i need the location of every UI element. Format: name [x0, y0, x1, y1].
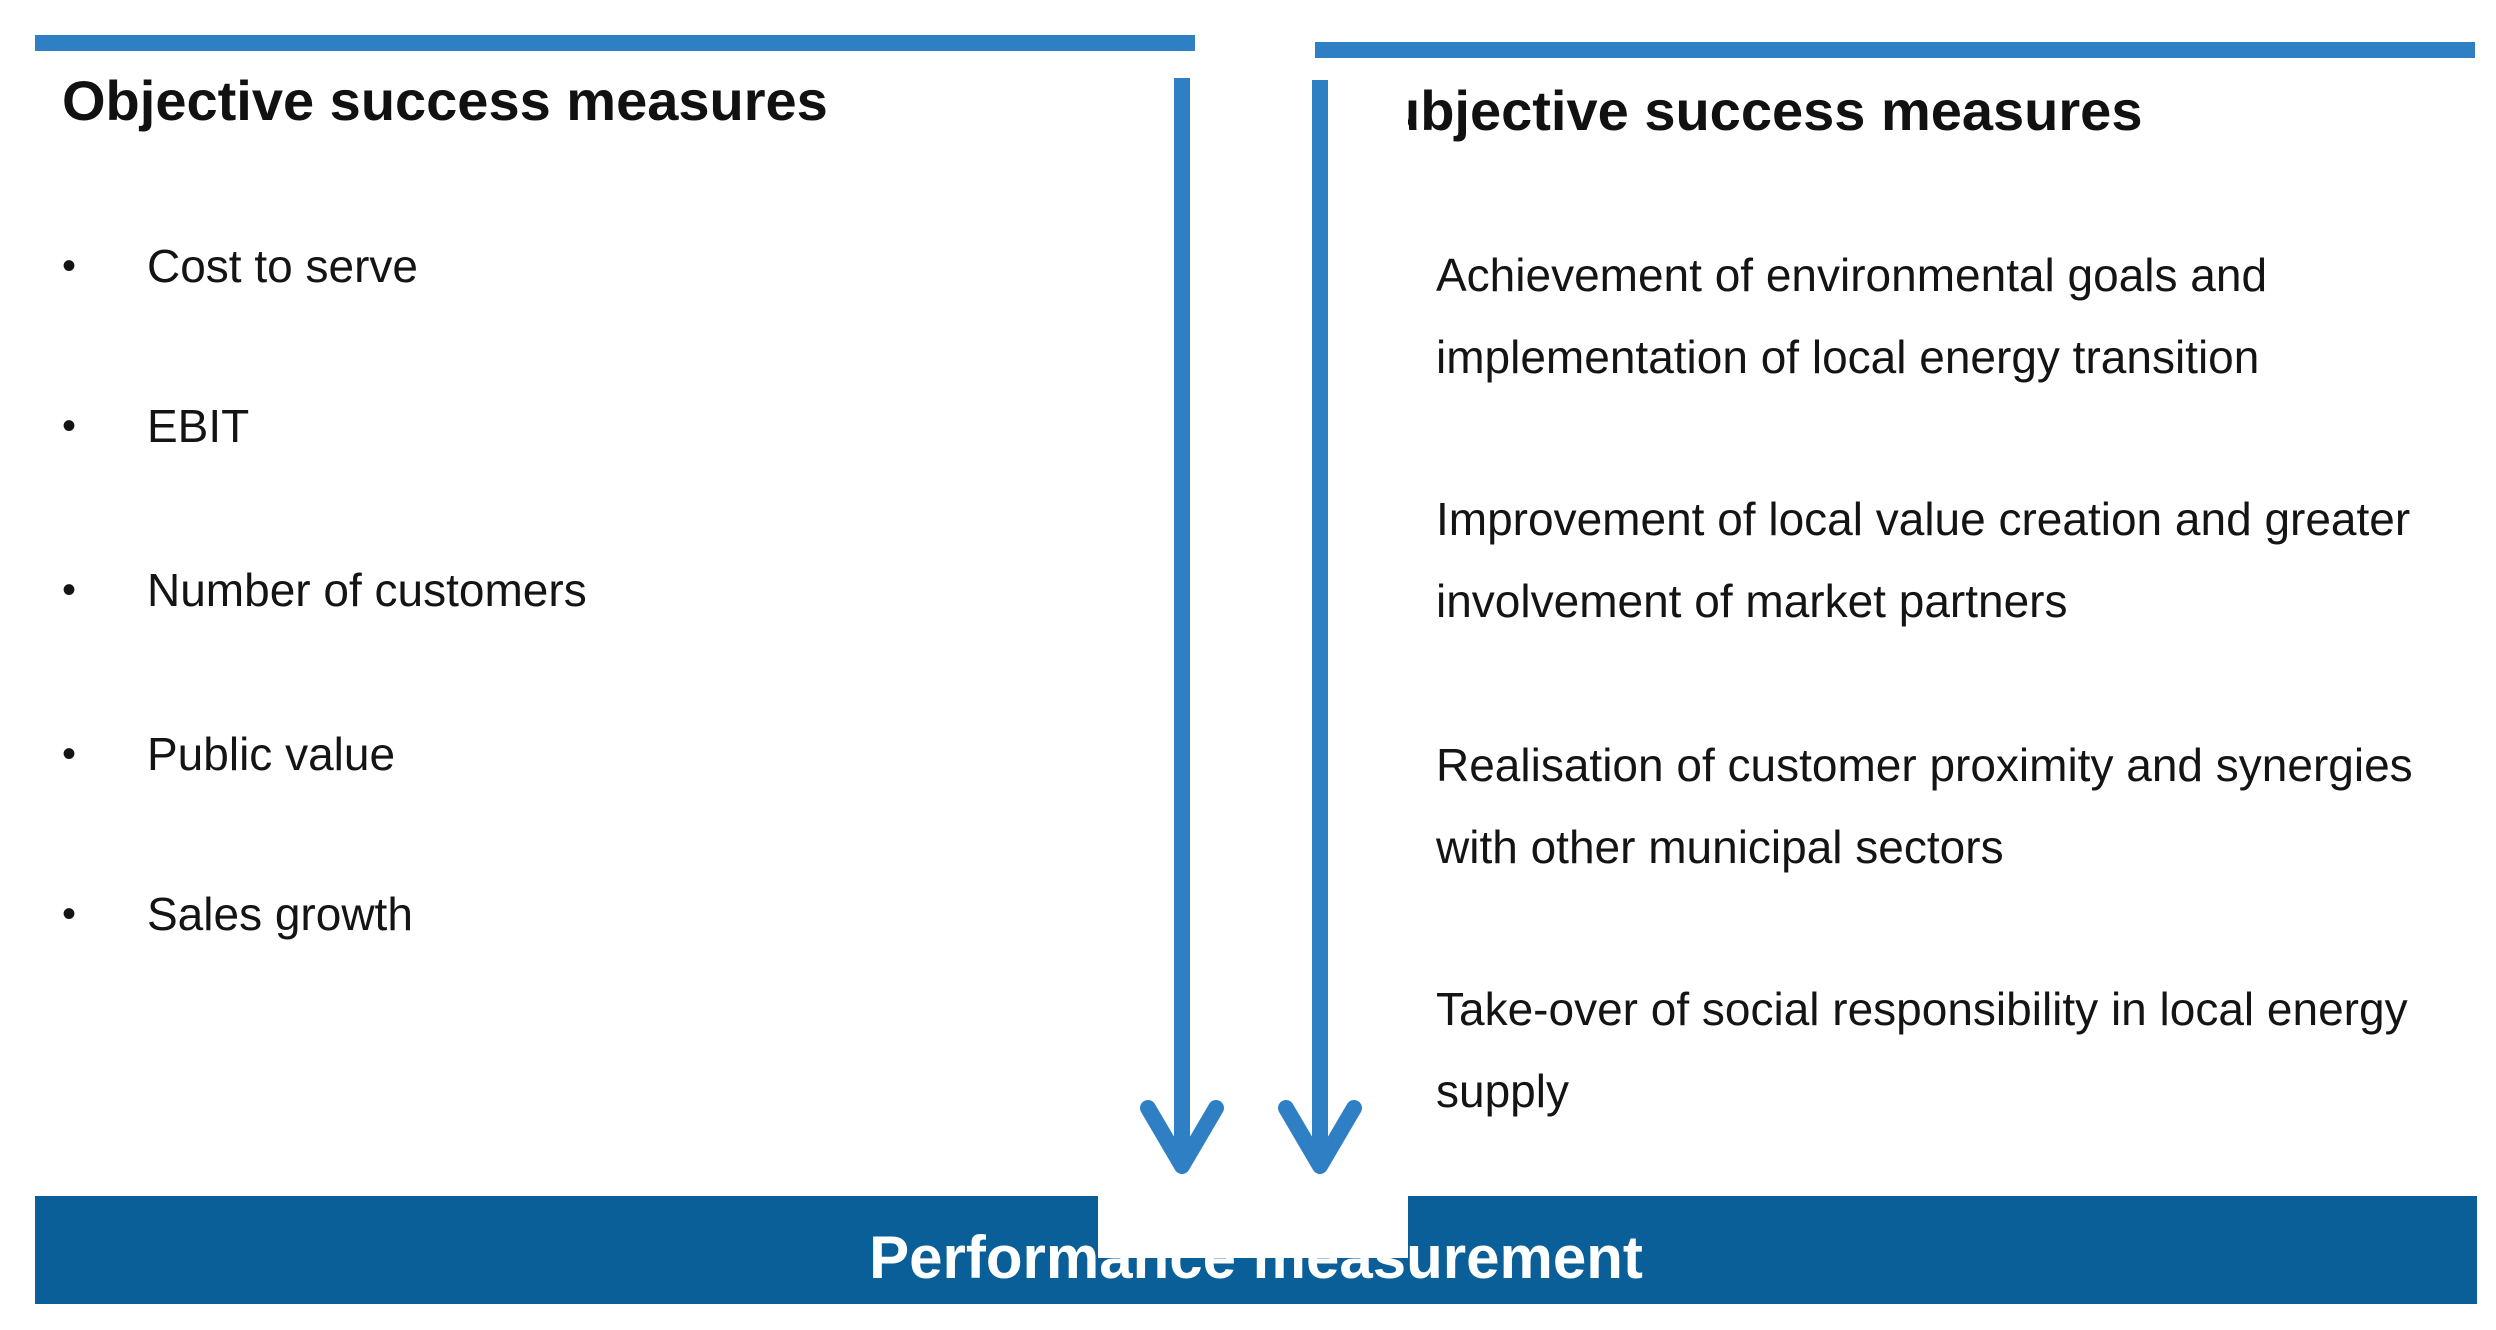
subjective-measure-line: Achievement of environmental goals and — [1436, 249, 2268, 301]
subjective-measure-line: Take-over of social responsibility in lo… — [1436, 983, 2408, 1035]
subjective-measure-line: with other municipal sectors — [1436, 821, 2004, 873]
right-panel-heading: ubjective success measures — [1408, 76, 2488, 146]
subjective-measure-line: implementation of local energy transitio… — [1436, 331, 2260, 383]
performance-measurement-title: Performance measurement — [869, 1224, 1643, 1291]
subjective-measure-line: involvement of market partners — [1436, 575, 2068, 627]
right-down-arrow-icon — [1278, 80, 1362, 1174]
list-item-label: Sales growth — [147, 888, 413, 940]
right-panel-top-rule — [1315, 42, 2475, 58]
subjective-measure-line: Improvement of local value creation and … — [1436, 493, 2411, 545]
list-item-label: Cost to serve — [147, 240, 418, 292]
bullet-icon: • — [62, 244, 77, 288]
arrow-gap — [1098, 1196, 1408, 1258]
bullet-icon: • — [62, 732, 77, 776]
left-down-arrow-icon — [1140, 78, 1224, 1174]
subjective-measure-item: Take-over of social responsibility in lo… — [1436, 968, 2476, 1132]
subjective-measure-item: Realisation of customer proximity and sy… — [1436, 724, 2476, 888]
subjective-measure-line: Realisation of customer proximity and sy… — [1436, 739, 2413, 791]
downward-arrows — [1140, 78, 1362, 1174]
subjective-measure-item: Achievement of environmental goals and i… — [1436, 234, 2476, 398]
subjective-measure-line: supply — [1436, 1065, 1569, 1117]
list-item-label: EBIT — [147, 400, 250, 452]
list-item-label: Public value — [147, 728, 396, 780]
bullet-icon: • — [62, 404, 77, 448]
left-panel-heading: Objective success measures — [62, 69, 828, 132]
bullet-icon: • — [62, 892, 77, 936]
right-panel-heading-text: ubjective success measures — [1408, 79, 2143, 142]
subjective-measure-item: Improvement of local value creation and … — [1436, 478, 2476, 642]
left-panel-top-rule — [35, 35, 1195, 51]
bullet-icon: • — [62, 568, 77, 612]
list-item-label: Number of customers — [147, 564, 587, 616]
